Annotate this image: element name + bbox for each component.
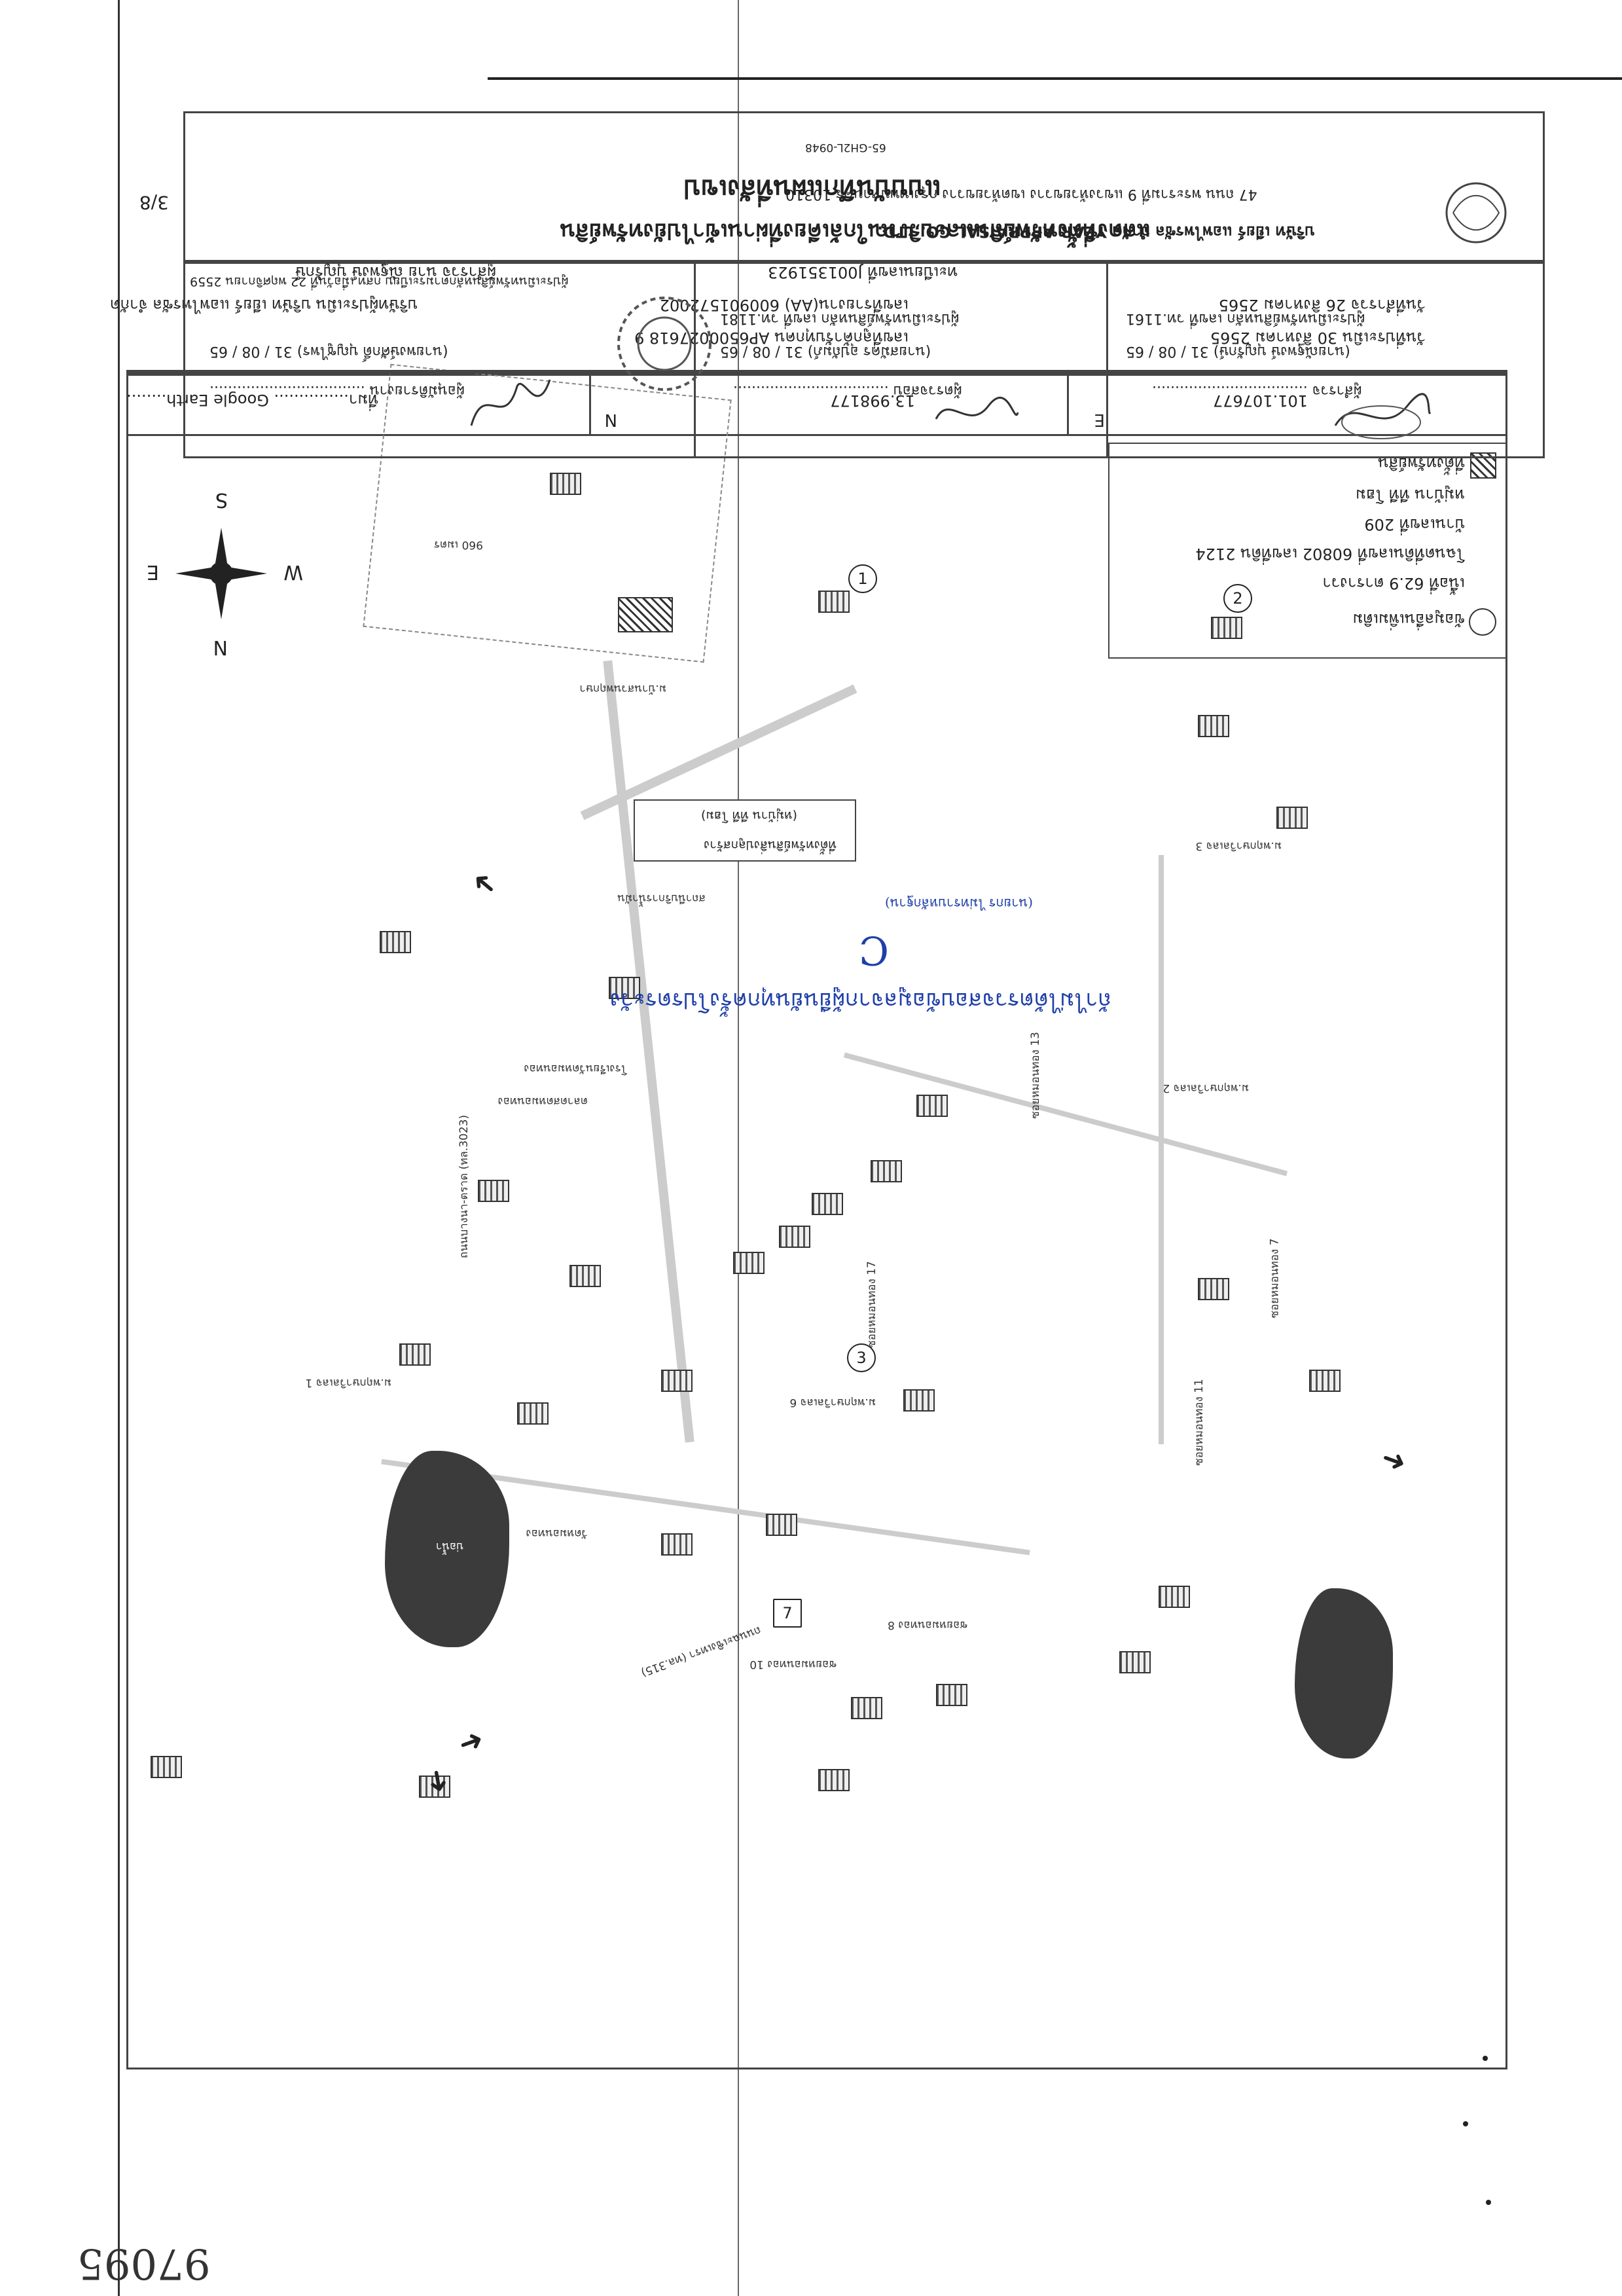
- building-icon: [936, 1684, 967, 1706]
- reviewer-signature: ผู้ตรวจสอบ .............................…: [733, 382, 962, 399]
- speck: [1483, 2056, 1488, 2061]
- speck: [1463, 2121, 1468, 2126]
- soi-13-label: ซอยหมอนทอง 13: [1029, 1032, 1043, 1119]
- building-icon: [1159, 1586, 1190, 1608]
- legend-line-4: เนื้อที่ 62.9 ตารางวา: [1322, 574, 1465, 592]
- school-label: โรงเรียนวัดหมอนทอง: [524, 1062, 627, 1075]
- village-6-label: ม.พฤกษาวิลเลจ 6: [789, 1396, 876, 1409]
- building-icon: [766, 1514, 797, 1536]
- building-icon: [818, 591, 850, 613]
- center-fold-line: [738, 0, 739, 2296]
- subject-label-sub: (หมู่บ้าน ทีที โฮม): [700, 809, 797, 823]
- compass-rose-icon: [169, 521, 274, 626]
- building-icon: [779, 1226, 810, 1248]
- signature-divider-2: [1106, 262, 1108, 458]
- handwritten-mark: C: [859, 927, 889, 973]
- fuel-label: สถานีบริการน้ำมัน: [617, 892, 706, 905]
- handwritten-sub: (นายกร ไม่ทราบหลักฐาน): [884, 896, 1033, 911]
- reviewer-name: (นายสมัคร อุปถัมภ์) 31 / 08 / 65: [720, 343, 931, 359]
- building-icon: [478, 1180, 509, 1202]
- legend-line-1: หมู่บ้าน ทีที โฮม: [1355, 486, 1465, 504]
- map-marker-7: 7: [773, 1599, 802, 1628]
- village-2-label: ม.พฤกษาวิลเลจ 2: [1162, 1082, 1249, 1095]
- building-icon: [661, 1370, 693, 1392]
- handwritten-signature: [1329, 386, 1433, 445]
- building-icon: [903, 1389, 935, 1412]
- signature-divider-1: [694, 262, 696, 458]
- building-icon: [550, 473, 581, 495]
- legend-line-2: บ้านเลขที่ 209: [1364, 515, 1465, 534]
- map-marker-1: 1: [848, 564, 877, 593]
- building-icon: [851, 1697, 882, 1719]
- soi-10-label: ซอยหมอนทอง 10: [749, 1658, 837, 1671]
- left-binder-line: [118, 0, 120, 2296]
- market-label: ตลาดสดหมอนทอง: [497, 1095, 588, 1108]
- handwritten-signature: [458, 367, 563, 439]
- soi-11-label: ซอยหมอนทอง 11: [1193, 1379, 1206, 1466]
- footer-block: [183, 111, 1545, 262]
- building-icon: [1309, 1370, 1341, 1392]
- building-icon: [1119, 1651, 1151, 1673]
- pond-left: [1295, 1588, 1393, 1758]
- villa-label: ม.บ้านสวนพฤกษา: [579, 682, 666, 695]
- building-icon: [871, 1160, 902, 1182]
- reviewer-license: ผู้ประเมินทรัพย์สินหลัก เลขที่ วท.1181: [720, 310, 960, 327]
- building-icon: [151, 1756, 182, 1778]
- building-icon: [818, 1769, 850, 1791]
- handwritten-signature: [929, 386, 1021, 445]
- building-icon: [812, 1193, 843, 1215]
- building-icon: [916, 1095, 948, 1117]
- handwritten-note: ถ้าไม่ได้ตรวจสอบข้อมูลจากผู้ยืนยันทุกครั…: [609, 987, 1111, 1013]
- building-icon: [517, 1402, 549, 1425]
- building-icon: [733, 1252, 765, 1274]
- pond-label: บ่อน้ำ: [435, 1540, 463, 1553]
- surveyor-license: ผู้ประเมินทรัพย์สินหลัก เลขที่ วท.1161: [1126, 310, 1365, 327]
- page-number: 3/8: [139, 192, 169, 213]
- village-3-label: ม.พฤกษาวิลเลจ 3: [1195, 839, 1282, 852]
- building-icon: [1198, 1278, 1229, 1300]
- road-main-label: ถนนบางนา-ตราด (ทล.3023): [457, 1114, 471, 1259]
- surveyor-name: (นายณัฐพงษ์ บุญรักษ์) 31 / 08 / 65: [1126, 343, 1350, 359]
- speck: [1486, 2200, 1491, 2205]
- soi-road-2: [1159, 855, 1164, 1444]
- legend-other-circle-icon: [1469, 608, 1496, 636]
- compass-w: W: [283, 560, 303, 583]
- building-icon: [380, 931, 411, 953]
- building-icon: [1276, 807, 1308, 829]
- footer-address: 47 ถนน พระรามที่ 9 แขวงห้วยขวาง เขตห้วยข…: [785, 186, 1257, 202]
- company-logo: [1440, 177, 1512, 249]
- company-seal: [609, 288, 720, 399]
- building-icon: [661, 1533, 693, 1556]
- compass-n: N: [213, 636, 228, 659]
- top-edge-line: [488, 77, 1622, 80]
- building-icon: [1198, 715, 1229, 737]
- legend-line-3: โฉนดที่ดินเลขที่ 60802 เลขที่ดิน 2124: [1195, 545, 1465, 563]
- soi-7-label: ซอยหมอนทอง 7: [1268, 1238, 1282, 1319]
- soi-8-label: ซอยหมอนทอง 8: [888, 1618, 967, 1631]
- subject-label: ที่ตั้งทรัพย์สินสิ่งปลูกสร้าง: [704, 838, 837, 852]
- compass-s: S: [215, 488, 228, 511]
- compass-e: E: [147, 560, 159, 583]
- soi-17-label: ซอยหมอนทอง 17: [865, 1261, 879, 1348]
- signature-block: [183, 262, 1545, 458]
- building-icon: [569, 1265, 601, 1287]
- footer-company: บริษัท เยียร์ แอพไพรซัล จำกัด YEAR APPRA…: [877, 223, 1315, 241]
- map-marker-2: 2: [1223, 584, 1252, 613]
- approver-license: ผู้ประเมินทรัพย์สินหลักตามระเบียบ กสท เม…: [190, 274, 569, 289]
- approver-name: (นายพงษ์ศักดิ์ บุญชูไพร) 31 / 08 / 65: [209, 343, 448, 359]
- temple-label: วัดหมอนทอง: [526, 1527, 588, 1540]
- building-icon: [1211, 617, 1242, 639]
- building-icon: [399, 1343, 431, 1366]
- village-1-label: ม.พฤกษาวิลเลจ 1: [305, 1376, 391, 1389]
- approver-signature: ผู้อนุมัติรายงาน .......................…: [209, 382, 465, 399]
- distance-label: 960 เมตร: [433, 538, 483, 551]
- legend-other: ข้อมูลอื่นเพิ่มเติม: [1352, 610, 1465, 629]
- footer-code: 65-GH2L-0948: [805, 141, 886, 154]
